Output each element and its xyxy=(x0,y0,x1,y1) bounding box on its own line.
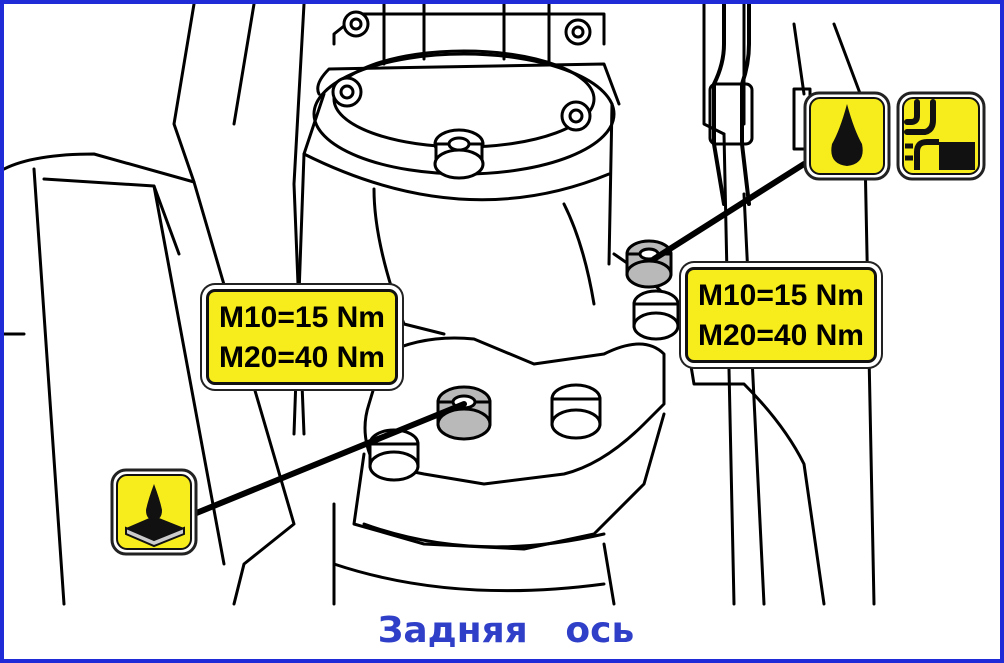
rear-axle-drawing xyxy=(4,4,876,606)
bolt-head xyxy=(560,100,592,132)
bolt-head xyxy=(331,76,363,108)
torque-label-right: M10=15 Nm M20=40 Nm xyxy=(685,267,877,363)
bolt-head xyxy=(632,289,680,341)
torque-label-left-line2: M20=40 Nm xyxy=(219,341,385,374)
diagram-caption: Задняя ось xyxy=(377,610,635,651)
bolt-head xyxy=(368,428,420,482)
torque-label-right-line1: M10=15 Nm xyxy=(698,279,864,312)
sealant-icon xyxy=(110,468,198,556)
housing-top xyxy=(332,12,606,46)
bolt-head xyxy=(433,128,485,180)
torque-label-left: M10=15 Nm M20=40 Nm xyxy=(206,289,398,385)
torque-label-left-line1: M10=15 Nm xyxy=(219,301,385,334)
leader-line-right xyxy=(651,161,807,262)
bolt-head xyxy=(564,18,592,46)
bolt-head xyxy=(342,10,370,38)
bolt-head xyxy=(550,383,602,440)
oil-drop-icon xyxy=(803,91,891,181)
oiled-bolt-right xyxy=(625,239,673,289)
leader-line-left xyxy=(191,401,467,517)
fluid-level-icon xyxy=(896,91,986,181)
torque-label-right-line2: M20=40 Nm xyxy=(698,319,864,352)
